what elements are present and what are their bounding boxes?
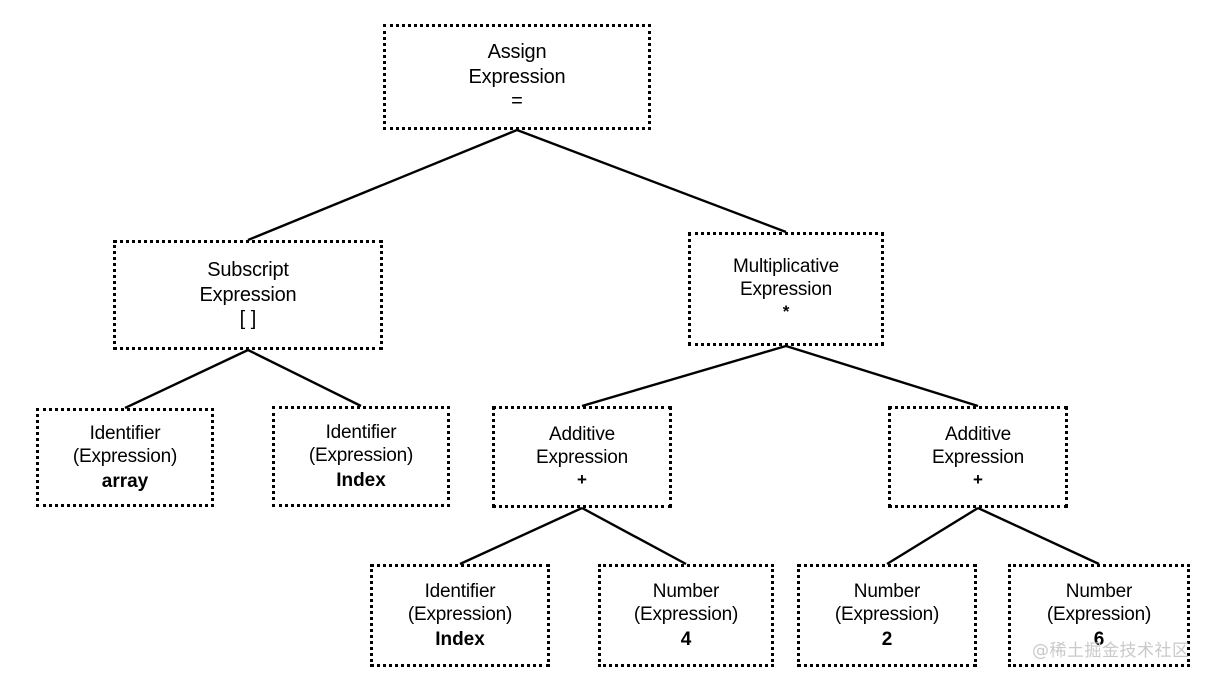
node-line-operator: [ ] xyxy=(239,308,257,331)
node-identifier-array[interactable]: Identifier (Expression) array xyxy=(36,408,214,507)
node-number-6[interactable]: Number (Expression) 6 xyxy=(1008,564,1190,667)
edge-root-to-multiplicative xyxy=(516,128,787,234)
node-line-secondary: Expression xyxy=(740,279,832,301)
node-additive-expression-left[interactable]: Additive Expression + xyxy=(492,406,672,508)
node-line-secondary: Expression xyxy=(536,447,628,469)
node-number-4[interactable]: Number (Expression) 4 xyxy=(598,564,774,667)
node-line-value: 6 xyxy=(1093,629,1105,651)
edge-additive-left-to-number-4 xyxy=(581,506,687,566)
node-line-secondary: (Expression) xyxy=(834,603,940,625)
node-line-primary: Number xyxy=(853,580,921,602)
node-line-operator: * xyxy=(782,302,790,322)
edge-multiplicative-to-additive-left xyxy=(581,344,787,408)
node-line-secondary: (Expression) xyxy=(72,445,178,467)
node-line-primary: Identifier xyxy=(325,421,397,443)
node-line-secondary: (Expression) xyxy=(308,444,414,466)
node-line-secondary: Expression xyxy=(932,447,1024,469)
node-identifier-index-bottom[interactable]: Identifier (Expression) Index xyxy=(370,564,550,667)
node-line-primary: Identifier xyxy=(424,580,496,602)
node-line-primary: Identifier xyxy=(89,422,161,444)
node-assign-expression[interactable]: Assign Expression = xyxy=(383,24,651,130)
watermark-label: @稀土掘金技术社区 xyxy=(1032,641,1190,661)
node-line-operator: = xyxy=(511,90,523,113)
node-line-secondary: (Expression) xyxy=(633,603,739,625)
edge-subscript-to-ident-index-left xyxy=(247,348,362,408)
node-line-primary: Assign xyxy=(487,41,547,64)
node-number-2[interactable]: Number (Expression) 2 xyxy=(797,564,977,667)
edge-additive-right-to-number-6 xyxy=(977,506,1100,566)
node-line-operator: + xyxy=(973,470,983,490)
node-line-value: Index xyxy=(336,470,386,492)
node-line-primary: Additive xyxy=(549,423,615,445)
node-line-primary: Subscript xyxy=(207,259,289,282)
node-line-secondary: Expression xyxy=(199,283,297,306)
node-line-value: Index xyxy=(435,629,485,651)
node-identifier-index-left[interactable]: Identifier (Expression) Index xyxy=(272,406,450,507)
node-line-secondary: (Expression) xyxy=(1046,603,1152,625)
node-line-primary: Number xyxy=(1065,580,1133,602)
node-line-secondary: Expression xyxy=(468,65,566,88)
node-multiplicative-expression[interactable]: Multiplicative Expression * xyxy=(688,232,884,346)
node-additive-expression-right[interactable]: Additive Expression + xyxy=(888,406,1068,508)
edge-additive-left-to-ident-index-bottom xyxy=(459,506,583,566)
edge-root-to-subscript xyxy=(247,128,518,242)
node-line-value: array xyxy=(101,471,149,493)
node-line-secondary: (Expression) xyxy=(407,603,513,625)
edge-additive-right-to-number-2 xyxy=(886,506,979,566)
node-subscript-expression[interactable]: Subscript Expression [ ] xyxy=(113,240,383,350)
edge-subscript-to-ident-array xyxy=(124,348,249,410)
node-line-value: 2 xyxy=(881,629,893,651)
edge-multiplicative-to-additive-right xyxy=(785,344,979,408)
node-line-primary: Multiplicative xyxy=(733,255,839,277)
node-line-operator: + xyxy=(577,470,587,490)
node-line-primary: Additive xyxy=(945,423,1011,445)
node-line-primary: Number xyxy=(652,580,720,602)
node-line-value: 4 xyxy=(680,629,692,651)
